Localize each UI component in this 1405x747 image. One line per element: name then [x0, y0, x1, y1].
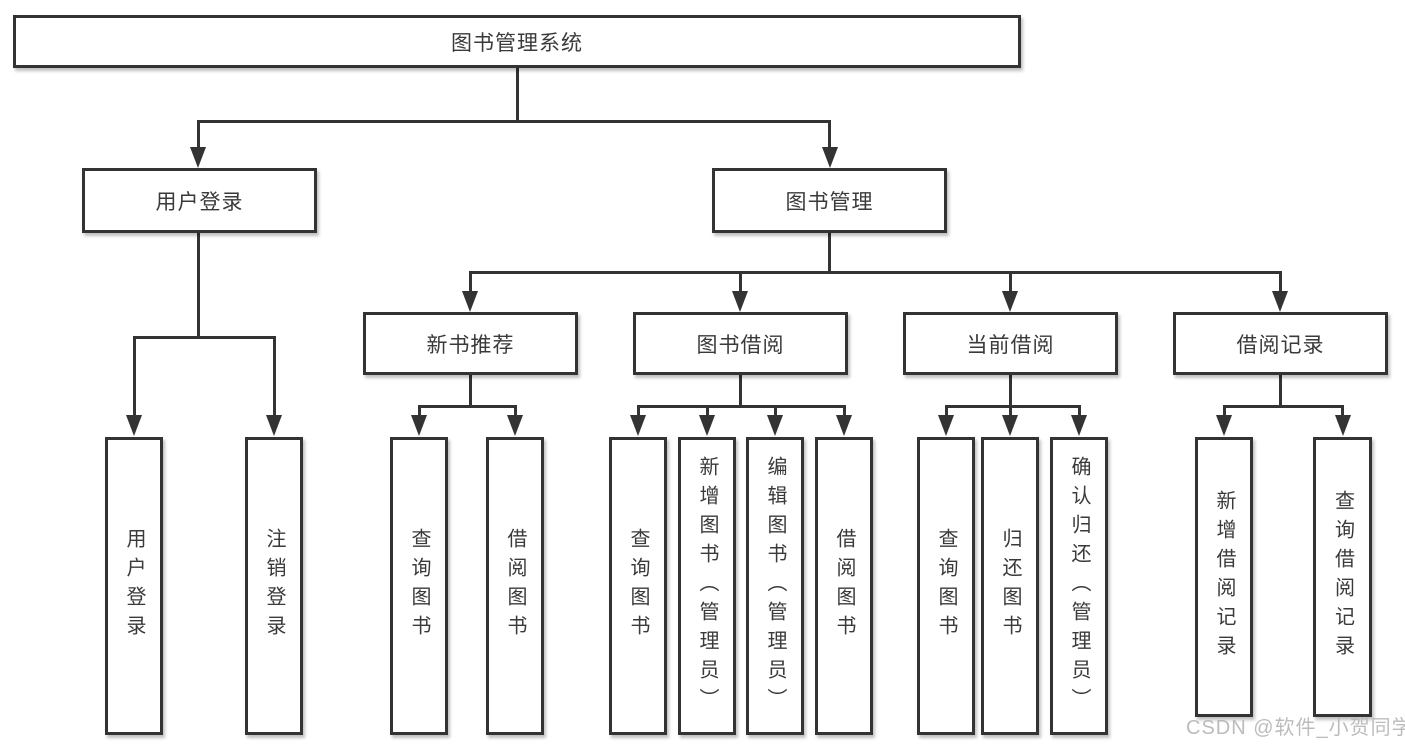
leaf-bb-add-books-admin: 新增图书（管理员） [678, 437, 736, 735]
arrow-down-icon [1272, 271, 1288, 312]
arrow-down-icon [1071, 405, 1087, 436]
leaf-bb-edit-books-admin: 编辑图书（管理员） [746, 437, 804, 735]
csdn-watermark: CSDN @软件_小贺同学 [1186, 717, 1405, 739]
node-user-login: 用户登录 [82, 168, 317, 233]
leaf-user-login: 用户登录 [105, 437, 163, 735]
arrow-down-icon [266, 336, 282, 436]
node-current-borrowing: 当前借阅 [903, 312, 1118, 375]
connector-line [196, 120, 831, 123]
arrow-down-icon [1216, 405, 1232, 436]
arrow-down-icon [1002, 405, 1018, 436]
leaf-nbr-query-books: 查询图书 [390, 437, 448, 735]
arrow-down-icon [630, 405, 646, 436]
arrow-down-icon [1002, 271, 1018, 312]
arrow-down-icon [836, 405, 852, 436]
arrow-down-icon [732, 271, 748, 312]
arrow-down-icon [507, 405, 523, 436]
connector-line [1278, 375, 1282, 408]
leaf-cb-query-books: 查询图书 [917, 437, 975, 735]
leaf-br-add-record: 新增借阅记录 [1195, 437, 1253, 717]
connector-line [197, 233, 200, 339]
connector-line [636, 405, 846, 408]
node-root: 图书管理系统 [13, 15, 1021, 68]
leaf-cb-return-books: 归还图书 [981, 437, 1039, 735]
leaf-cb-confirm-return-admin: 确认归还（管理员） [1050, 437, 1108, 735]
node-book-borrowing: 图书借阅 [633, 312, 848, 375]
connector-line [1222, 405, 1344, 408]
leaf-logout-login: 注销登录 [245, 437, 303, 735]
connector-line [1008, 375, 1012, 408]
arrow-down-icon [699, 405, 715, 436]
leaf-bb-query-books: 查询图书 [609, 437, 667, 735]
arrow-down-icon [126, 336, 142, 436]
connector-line [468, 375, 472, 408]
leaf-br-query-record: 查询借阅记录 [1313, 437, 1372, 717]
connector-line [468, 271, 1282, 274]
connector-line [828, 233, 831, 274]
connector-line [738, 375, 742, 408]
arrow-down-icon [190, 120, 206, 168]
arrow-down-icon [1334, 405, 1351, 436]
connector-line [132, 336, 276, 339]
arrow-down-icon [462, 271, 478, 312]
arrow-down-icon [938, 405, 954, 436]
connector-line [515, 68, 519, 123]
node-borrowing-records: 借阅记录 [1173, 312, 1388, 375]
connector-line [944, 405, 1081, 408]
leaf-bb-borrow-books: 借阅图书 [815, 437, 873, 735]
arrow-down-icon [411, 405, 427, 436]
arrow-down-icon [821, 120, 838, 168]
connector-line [417, 405, 517, 408]
node-new-book-recommend: 新书推荐 [363, 312, 578, 375]
leaf-nbr-borrow-books: 借阅图书 [486, 437, 544, 735]
arrow-down-icon [767, 405, 783, 436]
node-book-management: 图书管理 [712, 168, 947, 233]
